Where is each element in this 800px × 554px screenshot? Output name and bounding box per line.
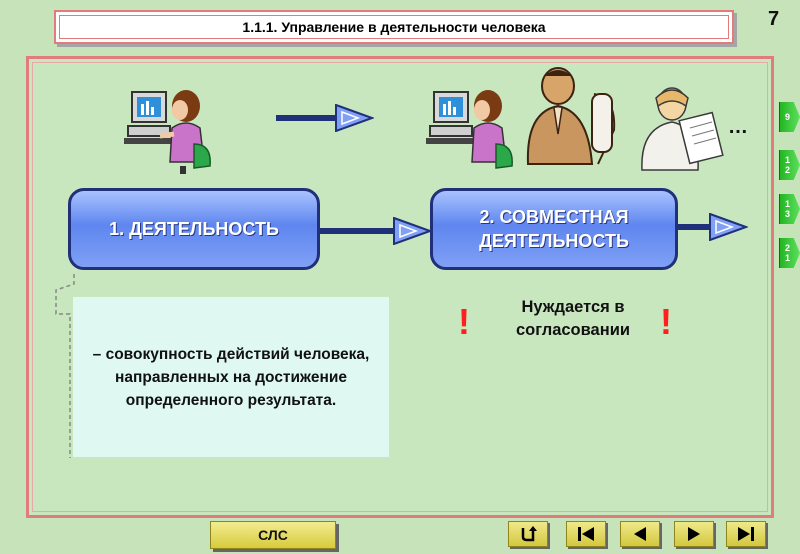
joint-activity-line2: ДЕЯТЕЛЬНОСТЬ: [479, 231, 629, 251]
side-nav-slide-21[interactable]: 2 1: [779, 238, 800, 268]
businessman-icon: [526, 67, 616, 165]
person-at-computer-2-icon: [426, 90, 513, 169]
title-inner-border: [59, 15, 729, 39]
arrow-right-icon: [678, 213, 748, 241]
sls-button[interactable]: СЛС: [210, 521, 336, 549]
side-nav-label: 9: [785, 112, 791, 122]
activity-label: 1. ДЕЯТЕЛЬНОСТЬ: [109, 218, 279, 239]
next-slide-button[interactable]: [674, 521, 714, 547]
person-at-computer-icon: [124, 90, 211, 174]
arrow-right-icon: [320, 217, 432, 245]
joint-activity-box: 2. СОВМЕСТНАЯ ДЕЯТЕЛЬНОСТЬ: [430, 188, 678, 270]
last-slide-button[interactable]: [726, 521, 766, 547]
page-number: 7: [768, 8, 780, 30]
prev-icon: [634, 527, 646, 541]
sls-label: СЛС: [258, 527, 288, 543]
side-nav-label: 3: [785, 209, 791, 219]
side-nav-slide-9[interactable]: 9: [779, 102, 800, 132]
joint-activity-line1: 2. СОВМЕСТНАЯ: [479, 207, 629, 227]
side-nav-slide-13[interactable]: 1 3: [779, 194, 800, 224]
needs-coordination-text: Нуждается в согласовании: [488, 296, 658, 342]
exclamation-mark-left: !: [458, 301, 470, 342]
first-slide-button[interactable]: [566, 521, 606, 547]
main-inner-border: [32, 62, 768, 512]
side-nav-label: 1: [785, 253, 791, 263]
dashed-connector: [55, 274, 75, 458]
side-nav-label: 1: [785, 155, 791, 165]
ellipsis-text: …: [728, 116, 748, 138]
side-nav-slide-12[interactable]: 1 2: [779, 150, 800, 180]
activity-box: 1. ДЕЯТЕЛЬНОСТЬ: [68, 188, 320, 270]
previous-slide-button[interactable]: [620, 521, 660, 547]
slide-title-box: 1.1.1. Управление в деятельности человек…: [54, 10, 734, 44]
side-nav-label: 2: [785, 243, 791, 253]
definition-text: – совокупность действий человека, направ…: [92, 345, 370, 409]
side-nav-label: 1: [785, 199, 791, 209]
next-icon: [688, 527, 700, 541]
needs-line1: Нуждается в: [521, 298, 625, 316]
return-icon: [521, 526, 537, 542]
return-button[interactable]: [508, 521, 548, 547]
slide-title: 1.1.1. Управление в деятельности человек…: [242, 19, 546, 35]
first-icon: [578, 527, 594, 541]
exclamation-mark-right: !: [660, 301, 672, 342]
side-nav-label: 2: [785, 165, 791, 175]
arrow-right-icon: [276, 104, 374, 132]
definition-box: – совокупность действий человека, направ…: [73, 297, 389, 457]
last-icon: [738, 527, 754, 541]
woman-with-document-icon: [641, 87, 724, 171]
needs-line2: согласовании: [516, 321, 630, 339]
